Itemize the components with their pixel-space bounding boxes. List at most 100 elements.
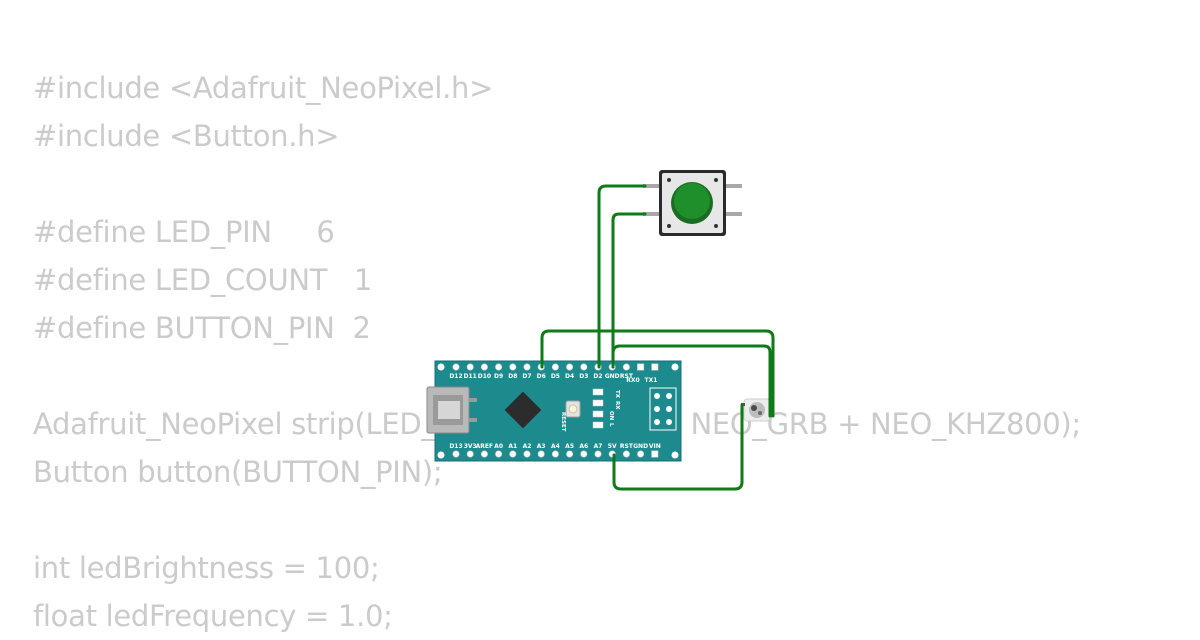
wires[interactable] — [540, 184, 775, 491]
header-pin[interactable] — [466, 363, 474, 371]
wire-neopixel-gnd[interactable] — [611, 344, 772, 418]
header-pin[interactable] — [622, 363, 630, 371]
pin-label: A0 — [494, 443, 503, 450]
pin-label: GND — [605, 373, 620, 380]
pin-label: RST — [620, 443, 634, 450]
tx-led — [592, 388, 604, 396]
button-leg — [643, 212, 661, 216]
pin-label: TX1 — [645, 377, 658, 384]
pin-label: D9 — [494, 373, 503, 380]
code-line: #define BUTTON_PIN 2 — [33, 311, 371, 345]
header-pin[interactable] — [566, 363, 574, 371]
header-pin[interactable] — [495, 450, 503, 458]
pushbutton-icon[interactable] — [643, 170, 742, 236]
pin-label: A5 — [565, 443, 574, 450]
rx-led — [592, 399, 604, 407]
icsp-header[interactable] — [649, 387, 677, 431]
code-line: #include <Adafruit_NeoPixel.h> — [33, 71, 494, 105]
button-leg — [724, 184, 742, 188]
led-label-tx: TX — [614, 390, 620, 399]
header-pin[interactable] — [637, 363, 645, 371]
pin-label: D12 — [449, 373, 462, 380]
header-pin[interactable] — [466, 450, 474, 458]
wire-neopixel-din[interactable] — [540, 329, 775, 418]
header-pin[interactable] — [580, 363, 588, 371]
pin-label: D3 — [579, 373, 588, 380]
pin-label: RX0 — [626, 377, 639, 384]
mounting-hole — [671, 363, 679, 371]
header-pin[interactable] — [551, 450, 559, 458]
header-pin[interactable] — [594, 450, 602, 458]
pin-label: VIN — [649, 443, 661, 450]
reset-button[interactable] — [565, 400, 581, 418]
header-pin[interactable] — [495, 363, 503, 371]
code-line: #define LED_PIN 6 — [33, 215, 335, 249]
header-pin[interactable] — [537, 450, 545, 458]
code-line: #include <Button.h> — [33, 119, 340, 153]
pin-label: A7 — [594, 443, 603, 450]
on-led — [592, 410, 604, 418]
header-pin[interactable] — [523, 450, 531, 458]
pin-label: D4 — [565, 373, 574, 380]
led-label-l: L — [608, 423, 614, 427]
button-leg — [643, 184, 661, 188]
pin-label: D10 — [478, 373, 491, 380]
usb-port-icon — [426, 386, 477, 434]
pin-label: D13 — [449, 443, 462, 450]
l-led — [592, 421, 604, 429]
header-pin[interactable] — [452, 450, 460, 458]
led-label-rx: RX — [614, 401, 620, 410]
mounting-hole — [437, 363, 445, 371]
mounting-hole — [437, 451, 445, 459]
pin-label: 5V — [608, 443, 617, 450]
header-pin[interactable] — [509, 363, 517, 371]
header-pin[interactable] — [523, 363, 531, 371]
wire-button-gnd[interactable] — [611, 212, 647, 369]
header-pin[interactable] — [651, 450, 659, 458]
code-line: int ledBrightness = 100; — [33, 551, 380, 585]
led-label-on: ON — [608, 411, 614, 421]
pin-label: D2 — [593, 373, 602, 380]
header-pin[interactable] — [580, 450, 588, 458]
pin-label: RST — [620, 373, 634, 380]
pin-label: A3 — [537, 443, 546, 450]
pin-label: A4 — [551, 443, 560, 450]
reset-label: RESET — [560, 412, 566, 432]
pin-label: AREF — [476, 443, 493, 450]
pin-label: A6 — [579, 443, 588, 450]
pin-label: D7 — [522, 373, 531, 380]
mounting-hole — [671, 451, 679, 459]
header-pin[interactable] — [566, 450, 574, 458]
header-pin[interactable] — [651, 363, 659, 371]
header-pin[interactable] — [452, 363, 460, 371]
code-line: Button button(BUTTON_PIN); — [33, 455, 443, 489]
wire-neopixel-5v[interactable] — [612, 403, 744, 491]
pin-label: D6 — [537, 373, 546, 380]
header-pin[interactable] — [480, 363, 488, 371]
pin-label: A2 — [523, 443, 532, 450]
board-pcb — [434, 360, 682, 462]
pin-label: D11 — [464, 373, 477, 380]
header-pin[interactable] — [509, 450, 517, 458]
pin-label: GND — [633, 443, 648, 450]
header-pin[interactable] — [551, 363, 559, 371]
pin-label: A1 — [508, 443, 517, 450]
bottom-pin-header[interactable] — [452, 450, 659, 458]
pin-label: D5 — [551, 373, 560, 380]
header-pin[interactable] — [480, 450, 488, 458]
button-cap — [674, 183, 710, 219]
code-editor-text: #include <Adafruit_NeoPixel.h> #include … — [33, 64, 1081, 640]
code-line: #define LED_COUNT 1 — [33, 263, 373, 297]
header-pin[interactable] — [622, 450, 630, 458]
pin-label: 3V3 — [464, 443, 477, 450]
onboard-leds — [592, 388, 604, 429]
neopixel-led-icon[interactable] — [741, 398, 773, 422]
button-leg — [724, 212, 742, 216]
header-pin[interactable] — [637, 450, 645, 458]
wire-button-d2[interactable] — [597, 184, 647, 369]
top-pin-header[interactable] — [452, 363, 659, 371]
